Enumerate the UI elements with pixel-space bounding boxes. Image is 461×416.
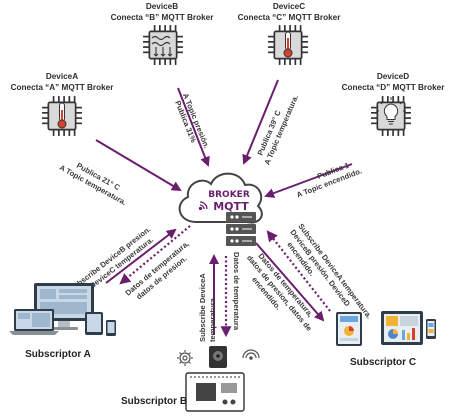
subscribe-label-b-line1: Subscribe DeviceA — [198, 273, 207, 342]
device-a-name: DeviceA — [46, 72, 78, 81]
device-d-connect: Conecta “D” MQTT Broker — [342, 83, 446, 92]
subscriber-b-label: Subscriptor B — [121, 396, 187, 407]
cloud-server-icon — [178, 172, 263, 246]
embedded-board-icon — [177, 346, 260, 412]
data-label-b: Datos de temperatura — [232, 252, 241, 331]
publish-arrow-a — [95, 139, 182, 192]
device-c-connect: Conecta “C” MQTT Broker — [238, 13, 342, 22]
device-a-connect: Conecta “A” MQTT Broker — [11, 83, 115, 92]
wifi-icon — [242, 349, 260, 360]
publish-arrow-c — [242, 79, 279, 165]
device-b-chip — [142, 24, 184, 66]
publish-label-a: Publica 21° C A Topic temperatura. — [58, 161, 128, 207]
subscriber-a-label: Subscriptor A — [25, 349, 91, 360]
device-a-chip — [41, 95, 83, 137]
device-d-name: DeviceD — [377, 72, 409, 81]
publish-label-b: Publica 31% A Topic presión. — [173, 92, 211, 150]
publish-label-c: Publica 39° C A Topic temperatura. — [256, 94, 300, 167]
subscribe-arrow-c — [266, 230, 331, 312]
mqtt-broker: BROKER MQTT — [178, 172, 263, 246]
device-c-name: DeviceC — [273, 2, 305, 11]
thermometer-icon — [57, 102, 67, 129]
broker-brand: MQTT — [213, 200, 249, 213]
subscribe-label-b: Subscribe DeviceA temperatura. — [198, 273, 217, 342]
thermometer-icon — [283, 31, 293, 58]
subscribe-label-b-line2: temperatura. — [208, 296, 217, 342]
broker-title: BROKER — [208, 190, 250, 200]
computer-devices-icon — [9, 283, 116, 336]
device-c-chip — [267, 24, 309, 66]
subscribe-arrow-a — [105, 228, 177, 284]
dashboard-devices-icon — [336, 311, 436, 346]
data-label-b-line1: Datos de temperatura — [232, 252, 241, 331]
data-arrow-a — [119, 225, 191, 285]
gear-icon — [177, 350, 193, 366]
subscriber-c-label: Subscriptor C — [350, 357, 416, 368]
wifi-icon — [198, 201, 208, 211]
publish-label-d: Publica 1 A Topic encendido. — [295, 160, 363, 199]
publish-arrow-b — [177, 87, 210, 167]
device-b-name: DeviceB — [146, 2, 178, 11]
device-d-chip — [370, 95, 412, 137]
lightbulb-icon — [376, 97, 406, 125]
pressure-waves-icon — [151, 35, 173, 57]
publish-arrow-d — [264, 163, 353, 198]
device-b-connect: Conecta “B” MQTT Broker — [111, 13, 215, 22]
data-arrow-c — [255, 242, 325, 322]
